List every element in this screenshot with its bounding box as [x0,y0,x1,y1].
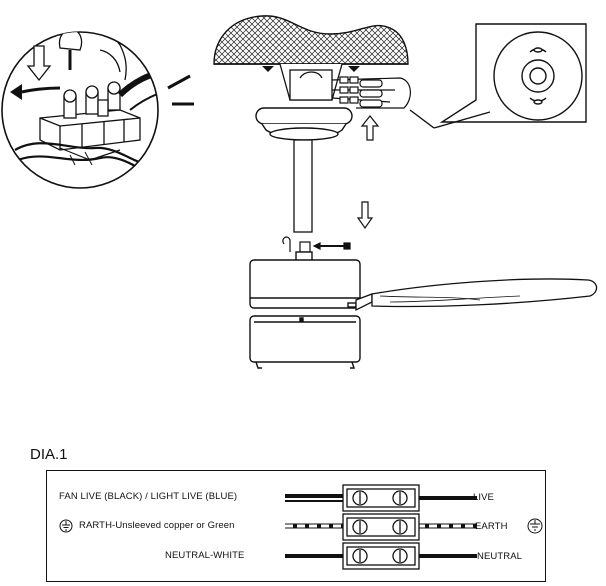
rotate-arrow-icon [10,84,61,100]
fan-blade [355,278,598,312]
mounting-bracket [279,63,343,101]
wiring-legend: FAN LIVE (BLACK) / LIGHT LIVE (BLUE) LIV… [46,470,546,582]
motor-housing [249,251,361,309]
ceiling-canopy [213,15,409,72]
earth-ground-icon [527,518,543,534]
ceiling-fan-installation-diagram [1,15,598,369]
canopy-bottom-detail [409,23,587,129]
diagram-label: DIA.1 [30,446,68,463]
live-wire-label: FAN LIVE (BLACK) / LIGHT LIVE (BLUE) [59,491,238,502]
terminal-block-detail [1,31,194,189]
down-arrow-icon [356,201,374,230]
cross-pin [282,236,351,253]
earth-ground-icon [59,519,73,533]
down-arrow-icon [26,45,52,82]
earth-terminal-label: EARTH [475,521,508,532]
live-terminal-label: LIVE [473,492,494,503]
neutral-wire-label: NEUTRAL-WHITE [165,550,245,561]
canopy-cover [255,107,353,141]
wiring-legend-graphic [59,484,543,570]
light-housing [249,315,361,369]
earth-wire-label: RARTH-Unsleeved copper or Green [79,520,235,531]
up-arrow-icon [360,115,380,141]
wire-connectors [331,76,411,109]
downrod [293,139,313,233]
neutral-terminal-label: NEUTRAL [477,551,523,562]
